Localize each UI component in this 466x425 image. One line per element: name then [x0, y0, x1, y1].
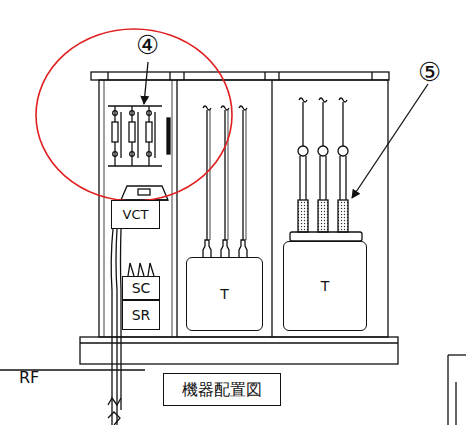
- transformer-bushings: [203, 106, 247, 258]
- node-text: T: [220, 287, 229, 301]
- callout-number: ④: [136, 30, 159, 60]
- reactor-box: SR: [122, 300, 160, 330]
- node-text: 機器配置図: [182, 382, 262, 398]
- leader-line: [144, 62, 148, 104]
- capacitor-box: SC: [122, 276, 160, 300]
- floor-label: RF: [19, 368, 39, 387]
- highlight-circle: [36, 29, 232, 201]
- node-text: T: [321, 279, 330, 293]
- callout-number: ⑤: [418, 57, 441, 87]
- sc-bushings: [128, 263, 154, 276]
- transformer-box: T: [186, 257, 263, 331]
- node-text: SC: [132, 281, 151, 295]
- disconnector-fuse: [108, 106, 170, 166]
- leader-line: [352, 84, 428, 198]
- node-text: SR: [132, 308, 151, 322]
- caption-box: 機器配置図: [163, 373, 281, 406]
- label-text: ④: [136, 30, 159, 60]
- label-text: ⑤: [418, 57, 441, 87]
- transformer-box: T: [283, 241, 367, 331]
- cable-termination: [290, 98, 362, 241]
- foundation: [80, 337, 398, 364]
- vct-box: VCT: [111, 200, 160, 229]
- adjacent-frame: [448, 355, 466, 425]
- label-text: RF: [19, 368, 39, 387]
- node-text: VCT: [123, 208, 149, 221]
- cubicle-frame: [91, 72, 389, 337]
- cable: [108, 229, 121, 425]
